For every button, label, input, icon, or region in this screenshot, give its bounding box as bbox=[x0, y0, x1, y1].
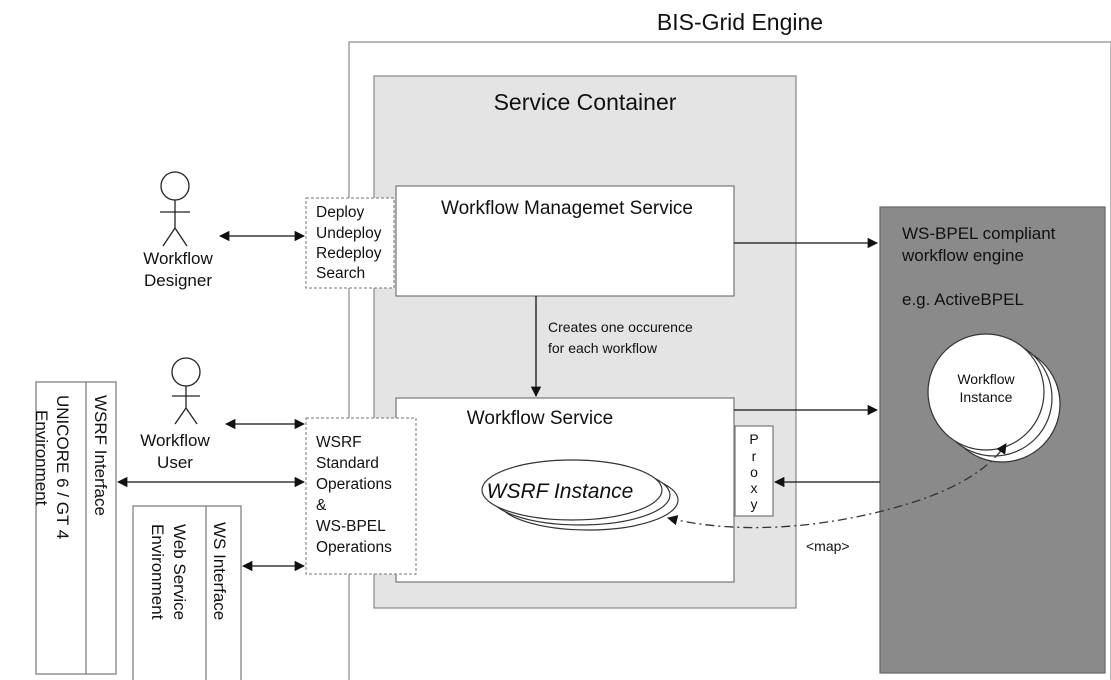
bis-grid-engine-title: BIS-Grid Engine bbox=[657, 9, 823, 35]
web-service-environment-line2: Environment bbox=[148, 524, 167, 620]
ws-bpel-engine-line2: workflow engine bbox=[901, 246, 1024, 265]
proxy-letter: P bbox=[749, 431, 758, 447]
map-connector bbox=[666, 443, 1007, 529]
workflow-instance-line1: Workflow bbox=[957, 371, 1015, 387]
deploy-op: Search bbox=[316, 265, 365, 282]
proxy-letter: x bbox=[751, 480, 758, 496]
wsrf-op: & bbox=[316, 497, 327, 514]
workflow-instance-line2: Instance bbox=[960, 389, 1013, 405]
wsrf-op: Operations bbox=[316, 476, 392, 493]
workflow-user-actor-icon bbox=[171, 357, 201, 425]
ws-interface-box bbox=[132, 505, 242, 680]
workflow-designer-line1: Workflow bbox=[143, 249, 213, 268]
creates-note-line1: Creates one occurence bbox=[548, 319, 693, 335]
proxy-label: P r o x y bbox=[749, 431, 758, 512]
workflow-instance-stack bbox=[927, 333, 1061, 463]
workflow-management-service-box bbox=[395, 185, 735, 297]
creates-note-line2: for each workflow bbox=[548, 340, 658, 356]
wsrf-interface-box bbox=[35, 381, 117, 675]
wsrf-instance-label: WSRF Instance bbox=[487, 480, 634, 503]
proxy-letter: r bbox=[752, 448, 757, 464]
unicore-environment-line1: UNICORE 6 / GT 4 bbox=[53, 395, 72, 539]
wsrf-interface-label: WSRF Interface bbox=[91, 395, 110, 516]
wsrf-op: Operations bbox=[316, 539, 392, 556]
workflow-designer-line2: Designer bbox=[144, 271, 212, 290]
workflow-management-service-label: Workflow Managemet Service bbox=[441, 198, 693, 219]
ws-interface-label: WS Interface bbox=[210, 522, 229, 620]
wsrf-instance-stack bbox=[481, 459, 679, 531]
workflow-user-line1: Workflow bbox=[140, 431, 210, 450]
wsrf-op: WSRF bbox=[316, 434, 362, 451]
map-label: <map> bbox=[806, 538, 850, 554]
wsrf-op: Standard bbox=[316, 455, 379, 472]
proxy-letter: o bbox=[750, 464, 758, 480]
bis-grid-engine-frame bbox=[348, 41, 1111, 680]
workflow-user-line2: User bbox=[157, 453, 193, 472]
ws-bpel-engine-example: e.g. ActiveBPEL bbox=[902, 290, 1024, 309]
workflow-service-label: Workflow Service bbox=[467, 408, 613, 429]
deploy-op: Deploy bbox=[316, 204, 364, 221]
unicore-environment-line2: Environment bbox=[32, 410, 51, 506]
wsrf-op: WS-BPEL bbox=[316, 518, 386, 535]
deploy-op: Redeploy bbox=[316, 245, 382, 262]
ws-bpel-engine-line1: WS-BPEL compliant bbox=[902, 224, 1056, 243]
deploy-operations-box bbox=[305, 197, 395, 289]
service-container-title: Service Container bbox=[494, 89, 677, 115]
workflow-designer-actor-icon bbox=[160, 171, 190, 247]
wsrf-operations-box bbox=[305, 417, 417, 575]
deploy-op: Undeploy bbox=[316, 225, 382, 242]
proxy-letter: y bbox=[751, 496, 758, 512]
web-service-environment-line1: Web Service bbox=[170, 524, 189, 620]
